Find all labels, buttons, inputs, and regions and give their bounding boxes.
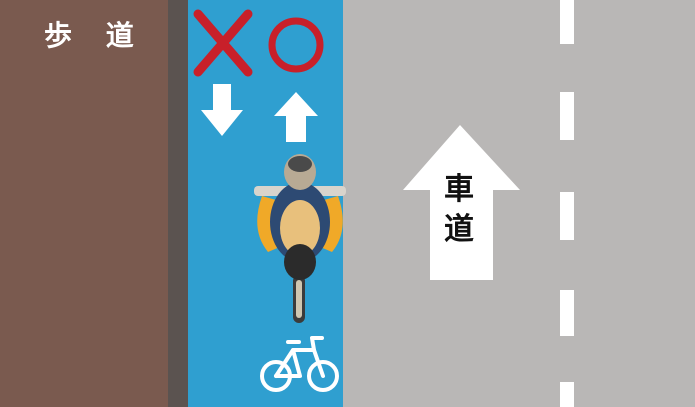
- roadway-label-line2: 道: [444, 212, 474, 247]
- roadway-up-arrow-icon: [403, 125, 520, 280]
- down-arrow-icon: [201, 84, 243, 136]
- bicycle-icon: [260, 336, 339, 392]
- roadway-label-line1: 車: [444, 172, 474, 207]
- roadway-label: 車 道: [436, 170, 482, 250]
- sidewalk-label: 歩 道: [44, 19, 146, 52]
- cyclist-icon: [254, 154, 346, 323]
- sidewalk-area: [0, 0, 168, 407]
- cross-mark-icon: [193, 9, 253, 77]
- roadway-area: [343, 0, 695, 407]
- up-arrow-icon: [274, 92, 318, 142]
- circle-mark-icon: [268, 17, 324, 73]
- center-dashed-line: [560, 0, 574, 407]
- curb-strip: [168, 0, 188, 407]
